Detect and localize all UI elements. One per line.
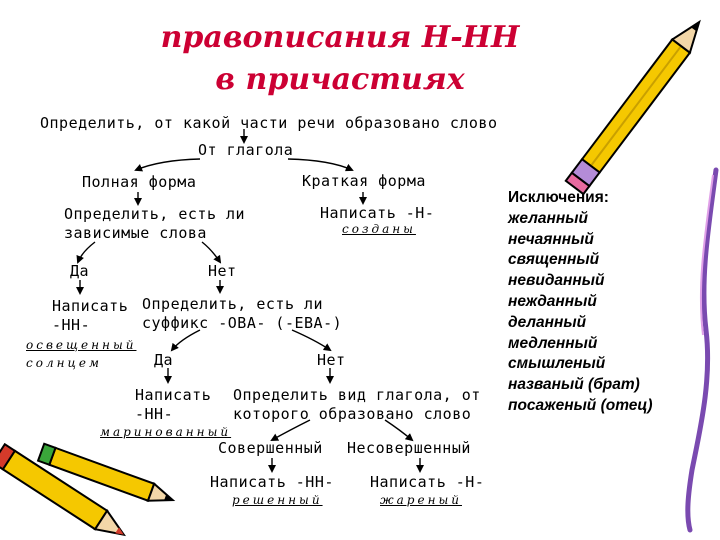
node-no-1: Нет: [208, 262, 237, 280]
node-write-nn-2-line2: -НН-: [135, 405, 174, 423]
exception-word: посаженый (отец): [508, 396, 653, 414]
example-marinovanny: маринованный: [100, 425, 232, 439]
node-write-n-3: Написать -Н-: [370, 473, 485, 491]
arrow-suffix-to-no: [291, 329, 332, 352]
node-write-nn-3: Написать -НН-: [210, 473, 334, 491]
node-write-n-short: Написать -Н-: [320, 204, 435, 222]
arrow-suffix-to-yes: [170, 329, 201, 352]
node-check-suffix-line2: суффикс -ОВА- (-ЕВА-): [142, 314, 343, 332]
arrow-verb-to-short: [287, 158, 354, 172]
exception-word: священный: [508, 251, 600, 269]
example-solntsem: солнцем: [26, 356, 102, 370]
node-imperfective: Несовершенный: [347, 439, 471, 457]
node-no-2: Нет: [317, 351, 346, 369]
example-zharenny: жареный: [380, 493, 462, 507]
arrow-dep-to-yes: [76, 241, 96, 264]
node-determine-aspect-line1: Определить вид глагола, от: [233, 386, 481, 404]
node-check-suffix-line1: Определить, есть ли: [142, 295, 324, 313]
exception-word: деланный: [508, 313, 587, 331]
node-check-dependents-line1: Определить, есть ли: [64, 205, 246, 223]
exception-word: смышленый: [508, 355, 606, 373]
node-perfective: Совершенный: [218, 439, 323, 457]
arrow-aspect-to-perf: [270, 419, 311, 441]
node-write-nn-1-line1: Написать: [52, 297, 129, 315]
node-check-dependents-line2: зависимые слова: [64, 224, 207, 242]
example-reshenny: решенный: [232, 493, 323, 507]
exception-word: желанный: [508, 209, 588, 227]
exception-word: нежданный: [508, 292, 597, 310]
arrow-verb-to-full: [134, 158, 201, 172]
node-yes-1: Да: [70, 262, 90, 280]
exception-word: невиданный: [508, 272, 605, 290]
exception-word: медленный: [508, 334, 598, 352]
node-determine-aspect-line2: которого образовано слово: [233, 405, 472, 423]
page-title: правописания Н-НН: [160, 20, 520, 55]
example-osveshchenny: освещенный: [26, 338, 137, 352]
node-yes-2: Да: [154, 351, 174, 369]
exception-word: нечаянный: [508, 230, 594, 248]
exception-word: названый (брат): [508, 376, 640, 394]
arrow-aspect-to-imperf: [384, 419, 414, 442]
node-from-verb: От глагола: [198, 141, 294, 159]
page-subtitle: в причастиях: [215, 62, 465, 97]
node-write-nn-1-line2: -НН-: [52, 316, 91, 334]
node-determine-part-of-speech: Определить, от какой части речи образова…: [40, 114, 498, 132]
node-full-form: Полная форма: [82, 173, 197, 191]
arrow-dep-to-no: [201, 241, 222, 264]
example-sozdany: созданы: [342, 222, 416, 236]
exceptions-list: Исключения: желанный нечаянный священный…: [508, 188, 653, 417]
node-short-form: Краткая форма: [302, 172, 426, 190]
node-write-nn-2-line1: Написать: [135, 386, 212, 404]
